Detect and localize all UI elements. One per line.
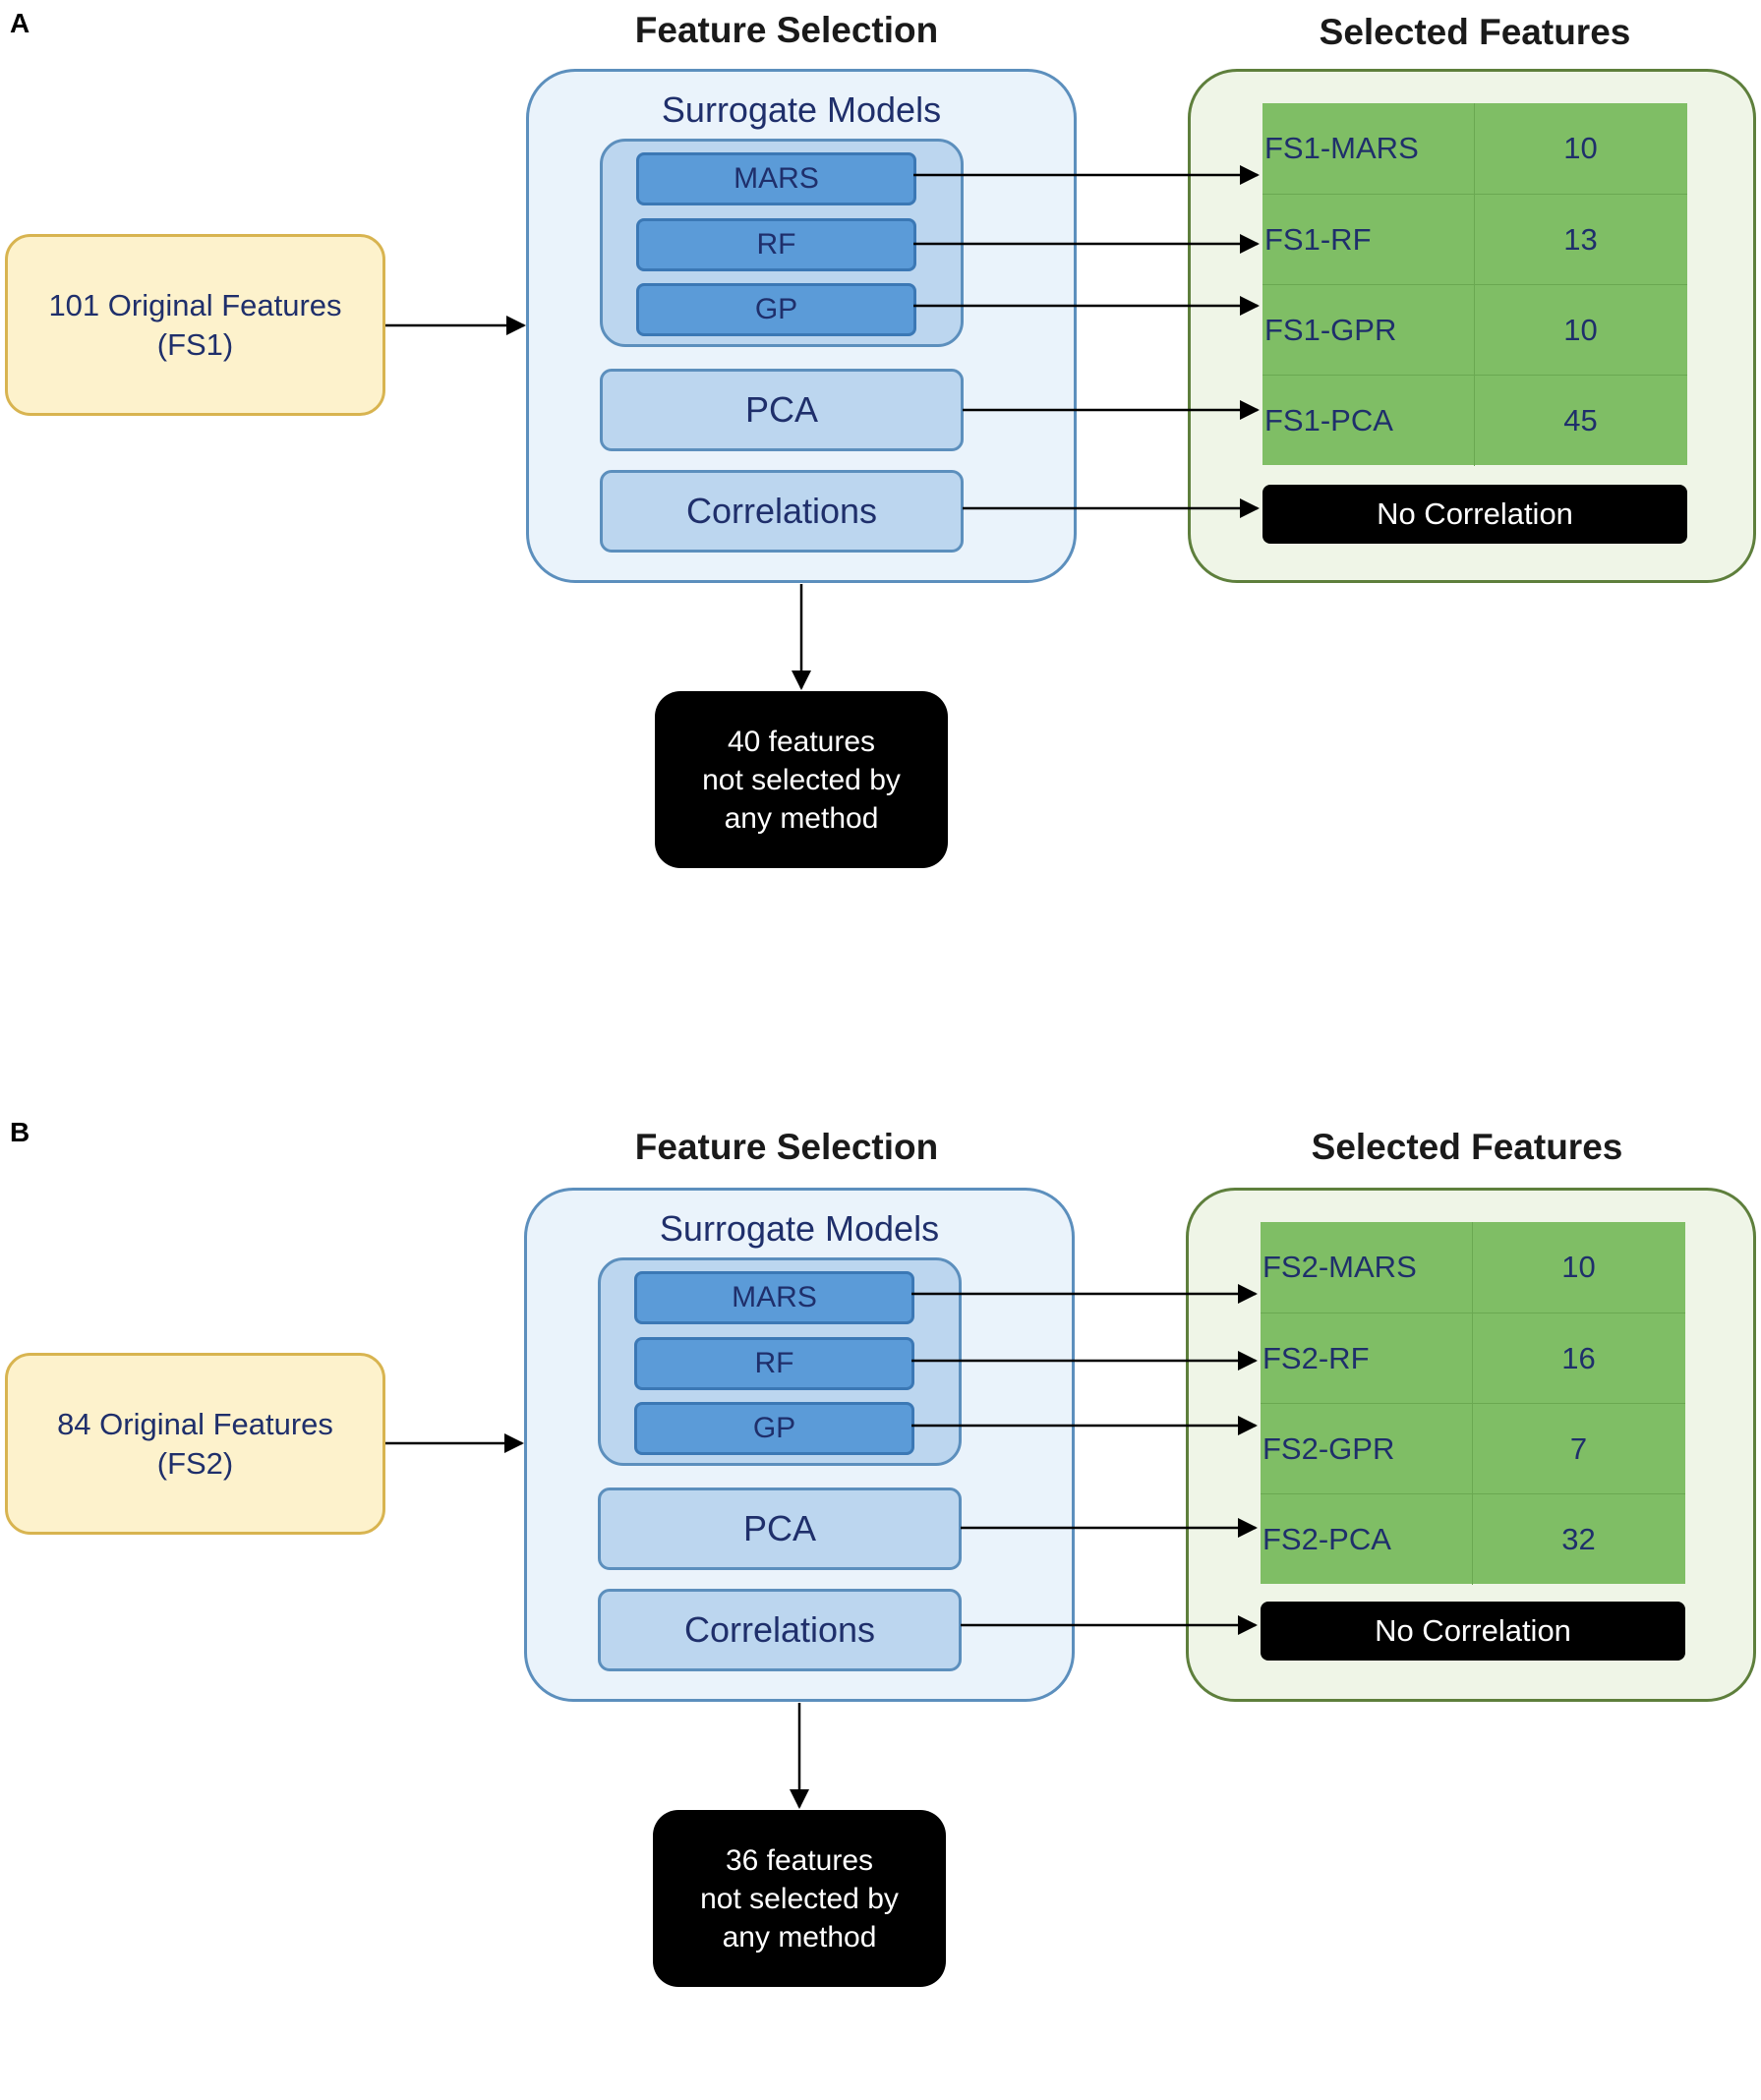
not-selected-text: any method xyxy=(722,1920,877,1954)
selected-features-heading: Selected Features xyxy=(1311,1127,1623,1167)
correlations-method: Correlations xyxy=(598,1589,962,1671)
selected-features-box: FS2-MARS 10 FS2-RF 16 FS2-GPR 7 FS2-PCA … xyxy=(1186,1188,1756,1702)
selected-count: 10 xyxy=(1563,131,1598,165)
feature-selection-heading: Feature Selection xyxy=(634,1127,939,1167)
panel-a: A Feature Selection Selected Features 10… xyxy=(0,0,1761,983)
rf-model: RF xyxy=(634,1337,914,1390)
connector-arrows xyxy=(385,1284,1258,1809)
table-row: FS1-GPR 10 xyxy=(1262,284,1687,376)
not-selected-count: 40 features xyxy=(727,725,876,758)
selected-count: 45 xyxy=(1563,403,1598,438)
original-features-set: (FS2) xyxy=(156,1445,234,1481)
selected-set-name: FS2-GPR xyxy=(1262,1431,1395,1466)
selected-count: 7 xyxy=(1569,1431,1588,1466)
selected-features-heading: Selected Features xyxy=(1319,12,1631,52)
selected-set-name: FS1-GPR xyxy=(1264,313,1397,347)
table-row: FS2-GPR 7 xyxy=(1261,1403,1685,1494)
surrogate-models-title: Surrogate Models xyxy=(659,1208,940,1249)
surrogate-models-title: Surrogate Models xyxy=(661,89,942,130)
gp-model: GP xyxy=(636,283,916,336)
selected-count: 10 xyxy=(1561,1250,1596,1284)
rf-model: RF xyxy=(636,218,916,271)
mars-model: MARS xyxy=(634,1271,914,1324)
selected-features-table: FS2-MARS 10 FS2-RF 16 FS2-GPR 7 FS2-PCA … xyxy=(1261,1222,1685,1585)
not-selected-text: any method xyxy=(724,801,879,835)
gp-model: GP xyxy=(634,1402,914,1455)
mars-model: MARS xyxy=(636,152,916,205)
selected-set-name: FS1-PCA xyxy=(1264,403,1393,438)
selected-count: 16 xyxy=(1561,1341,1596,1375)
not-selected-box: 36 features not selected by any method xyxy=(653,1810,946,1987)
not-selected-text: not selected by xyxy=(702,763,901,796)
feature-selection-box: Surrogate Models MARS RF GP PCA Correlat… xyxy=(524,1188,1075,1702)
selected-set-name: FS2-PCA xyxy=(1262,1522,1391,1556)
original-features-count: 84 Original Features xyxy=(57,1406,333,1441)
selected-set-name: FS1-MARS xyxy=(1264,131,1419,165)
table-row: FS1-PCA 45 xyxy=(1262,375,1687,466)
surrogate-models-group: MARS RF GP xyxy=(598,1257,962,1466)
selected-features-table: FS1-MARS 10 FS1-RF 13 FS1-GPR 10 FS1-PCA… xyxy=(1262,103,1687,466)
selected-count: 32 xyxy=(1561,1522,1596,1556)
pca-method: PCA xyxy=(598,1488,962,1570)
panel-label: A xyxy=(10,8,30,38)
original-features-box: 84 Original Features (FS2) xyxy=(5,1353,385,1535)
not-selected-box: 40 features not selected by any method xyxy=(655,691,948,868)
selected-set-name: FS2-RF xyxy=(1262,1341,1370,1375)
not-selected-text: not selected by xyxy=(700,1882,899,1915)
panel-b: B Feature Selection Selected Features 84… xyxy=(0,1117,1761,2100)
selected-features-box: FS1-MARS 10 FS1-RF 13 FS1-GPR 10 FS1-PCA… xyxy=(1188,69,1756,583)
selected-set-name: FS1-RF xyxy=(1264,222,1372,257)
table-row: FS2-MARS 10 xyxy=(1261,1222,1685,1312)
selected-count: 10 xyxy=(1563,313,1598,347)
no-correlation-box: No Correlation xyxy=(1262,485,1687,544)
connector-arrows xyxy=(385,165,1260,690)
original-features-set: (FS1) xyxy=(156,326,234,362)
original-features-box: 101 Original Features (FS1) xyxy=(5,234,385,416)
not-selected-count: 36 features xyxy=(725,1843,874,1877)
feature-selection-box: Surrogate Models MARS RF GP PCA Correlat… xyxy=(526,69,1077,583)
feature-selection-heading: Feature Selection xyxy=(634,10,939,50)
selected-count: 13 xyxy=(1563,222,1598,257)
table-row: FS2-PCA 32 xyxy=(1261,1493,1685,1585)
panel-label: B xyxy=(10,1117,30,1147)
no-correlation-box: No Correlation xyxy=(1261,1602,1685,1661)
pca-method: PCA xyxy=(600,369,964,451)
table-row: FS1-MARS 10 xyxy=(1262,103,1687,194)
surrogate-models-group: MARS RF GP xyxy=(600,139,964,347)
original-features-count: 101 Original Features xyxy=(48,287,342,322)
table-row: FS2-RF 16 xyxy=(1261,1312,1685,1404)
selected-set-name: FS2-MARS xyxy=(1262,1250,1417,1284)
table-row: FS1-RF 13 xyxy=(1262,194,1687,285)
correlations-method: Correlations xyxy=(600,470,964,553)
